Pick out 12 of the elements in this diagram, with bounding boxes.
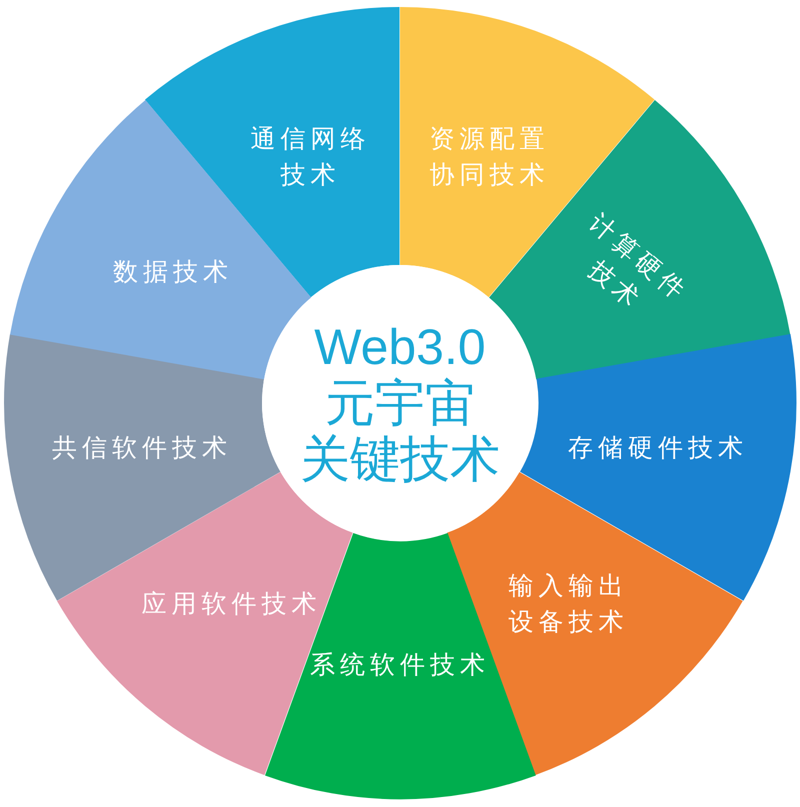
segment-label: 数据技术: [113, 256, 234, 288]
segment-label: 计算硬件技术: [582, 206, 696, 318]
segment-label: 系统软件技术: [310, 648, 490, 681]
center-text: 关键技术: [300, 431, 500, 487]
center-text: 元宇宙: [325, 375, 475, 431]
center-heading: Web3.0: [314, 319, 486, 375]
segment-label: 资源配置协同技术: [428, 122, 551, 191]
segment-label: 通信网络技术: [249, 122, 372, 191]
segment-label: 输入输出设备技术: [507, 569, 630, 638]
segment-label: 共信软件技术: [52, 432, 232, 464]
segment-label: 存储硬件技术: [568, 432, 748, 464]
segment-label: 应用软件技术: [142, 588, 322, 620]
